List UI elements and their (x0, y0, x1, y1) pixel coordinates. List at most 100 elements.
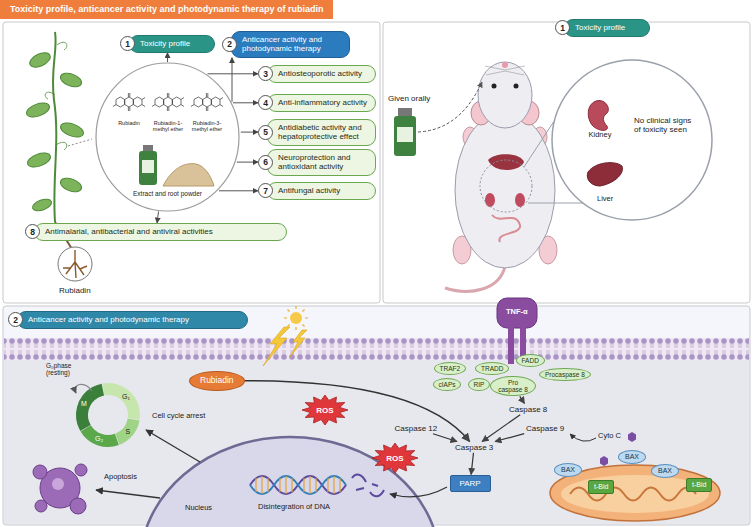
node-text: ROS (316, 406, 333, 415)
arrow-connector (433, 434, 457, 442)
annotation-label: No clinical signs of toxicity seen (634, 116, 700, 134)
pill-label: Anti-inflammatory activity (267, 94, 376, 112)
node-text: Procaspase 8 (545, 371, 585, 378)
arrow-connector (167, 53, 168, 62)
cell-illustration (497, 298, 537, 328)
annotation-label: S (126, 428, 131, 436)
tbid-box: t-Bid (686, 478, 712, 492)
node-text: TRAF2 (440, 365, 461, 372)
annotation-label: Given orally (388, 94, 430, 103)
pill-label: Anticancer activity and photodynamic the… (17, 311, 248, 329)
bax-oval: BAX (554, 463, 582, 477)
compound-illustration (142, 160, 154, 173)
arrow-connector (232, 58, 233, 102)
plant-illustration (25, 100, 52, 119)
caspase-node: Caspase 8 (507, 404, 549, 415)
node-text: Rubiadin (110, 120, 148, 126)
node-text: BAX (561, 466, 575, 474)
cell-illustration (96, 490, 160, 498)
cell-illustration (263, 327, 290, 366)
parp-box: PARP (450, 475, 491, 492)
tbid-box: t-Bid (588, 480, 614, 494)
annotation-label: M (81, 400, 87, 408)
cell-illustration (352, 475, 384, 497)
node-text: t-Bid (692, 481, 706, 489)
callout-number: 2 (222, 37, 237, 52)
node-text: Rubiadin-1-methyl ether (149, 120, 187, 132)
mouse-illustration (480, 160, 532, 212)
pill-label: Anticancer activity and photodynamic the… (231, 31, 350, 58)
plant-illustration (45, 42, 67, 150)
mouse-illustration (445, 266, 505, 291)
node-text: Caspase 8 (509, 405, 547, 414)
source-ellipse: RubiadinRubiadin-1-methyl etherRubiadin-… (95, 62, 240, 212)
caspase-node: Caspase 9 (524, 423, 566, 434)
plant-illustration (68, 139, 92, 146)
bax-oval: BAX (651, 464, 679, 478)
protein-oval: cIAPs (433, 378, 462, 391)
category-pill: 5Antidiabetic activity and hepatoprotect… (258, 119, 376, 146)
pill-label: Toxicity profile (129, 35, 215, 53)
arrow-connector (208, 73, 259, 74)
plant-illustration (59, 176, 84, 195)
cell-illustration (35, 500, 47, 512)
cell-illustration (4, 298, 749, 527)
arrow-connector (520, 396, 525, 403)
ros-burst: ROS (301, 394, 349, 426)
mouse-illustration (492, 84, 497, 89)
ros-burst: ROS (371, 442, 419, 474)
plant-illustration (53, 32, 56, 222)
node-text: PARP (460, 479, 481, 488)
category-pill: 1Toxicity profile (555, 19, 650, 37)
category-pill: 8Antimalarial, antibacterial and antivir… (25, 223, 287, 241)
pill-label: Antiosteoporotic activity (267, 65, 376, 83)
mouse-illustration (394, 116, 416, 156)
category-pill: 7Antifungal activity (258, 182, 376, 200)
annotation-label: Cell cycle arrest (152, 412, 205, 421)
mouse-illustration (397, 127, 413, 142)
panel-frames (383, 22, 750, 303)
annotation-label: Liver (597, 195, 613, 204)
cell-illustration (33, 465, 47, 479)
mouse-illustration (398, 108, 412, 116)
title-banner: Toxicity profile, anticancer activity an… (0, 0, 333, 19)
node-text: RIP (474, 381, 485, 388)
cell-illustration (250, 476, 346, 494)
protein-oval: Pro caspase 8 (490, 376, 536, 397)
cell-illustration (146, 430, 200, 462)
compound-illustration (163, 164, 214, 186)
cell-illustration (390, 487, 447, 497)
node-text: Pro caspase 8 (496, 379, 530, 394)
annotation-label: Nucleus (185, 504, 212, 513)
arrow-connector (219, 190, 258, 191)
caspase-node: Caspase 3 (453, 442, 495, 453)
compound-illustration (113, 93, 223, 186)
cell-illustration (508, 326, 514, 364)
drug-oval: Rubiadin (189, 371, 245, 391)
category-pill: 2Anticancer activity and photodynamic th… (222, 31, 350, 58)
node-text: t-Bid (594, 483, 608, 491)
plant-illustration (58, 247, 92, 281)
cell-illustration (290, 330, 307, 357)
pill-label: Antifungal activity (267, 182, 376, 200)
mouse-illustration (485, 66, 525, 75)
node-text: Caspase 12 (395, 424, 438, 433)
panel-frames (3, 22, 750, 525)
arrow-connector (245, 381, 470, 442)
protein-oval: FADD (516, 354, 545, 367)
node-text: Rubiadin (200, 376, 234, 386)
plant-illustration (25, 32, 92, 281)
mouse-illustration (587, 163, 622, 186)
mouse-illustration (492, 215, 520, 242)
compound-illustration (139, 151, 157, 185)
annotation-label: Disintegration of DNA (258, 503, 330, 512)
cell-illustration (290, 312, 302, 324)
pill-label: Neuroprotection and antioxidant activity (267, 149, 376, 176)
mouse-illustration (478, 62, 532, 128)
plant-illustration (27, 50, 52, 70)
cell-illustration (250, 476, 346, 494)
pill-label: Toxicity profile (564, 19, 650, 37)
ellipse-outline (95, 62, 240, 212)
node-text: FADD (522, 357, 539, 364)
